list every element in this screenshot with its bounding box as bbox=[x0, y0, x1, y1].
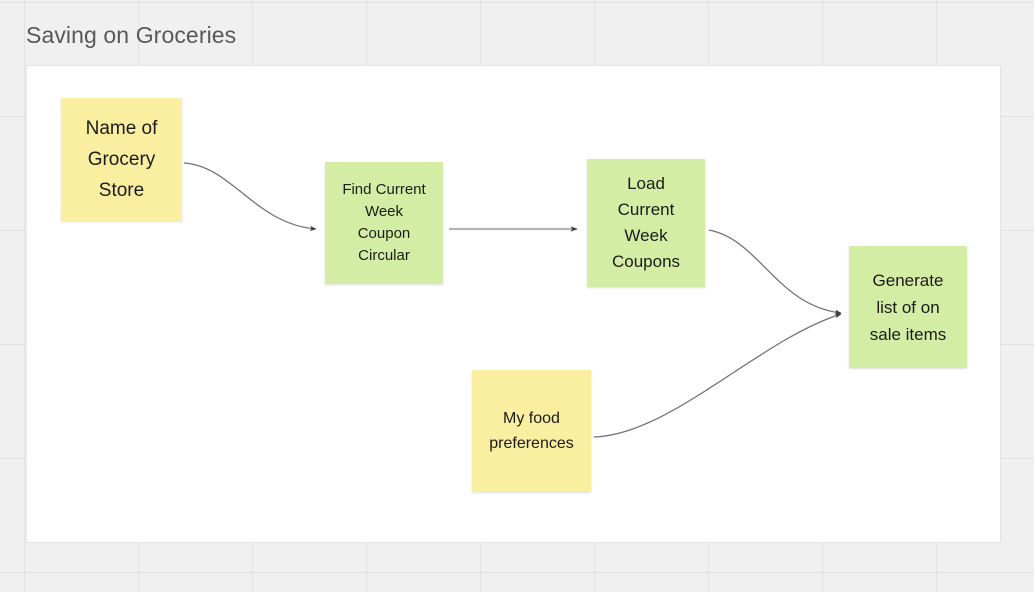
sticky-note-text: Name of Grocery Store bbox=[85, 118, 158, 201]
sticky-note-generate-list-of-on-sale-items[interactable]: Generate list of on sale items bbox=[849, 246, 967, 368]
sticky-note-find-current-week-coupon-circular[interactable]: Find Current Week Coupon Circular bbox=[325, 162, 443, 284]
sticky-note-load-current-week-coupons[interactable]: Load Current Week Coupons bbox=[587, 159, 705, 287]
sticky-note-text: Generate list of on sale items bbox=[869, 270, 947, 344]
sticky-note-text: My food preferences bbox=[489, 410, 574, 452]
sticky-note-text: Load Current Week Coupons bbox=[611, 174, 681, 271]
sticky-note-name-of-grocery-store[interactable]: Name of Grocery Store bbox=[61, 98, 182, 221]
board-title: Saving on Groceries bbox=[26, 22, 237, 48]
sticky-note-text: Find Current Week Coupon Circular bbox=[342, 181, 426, 264]
sticky-note-my-food-preferences[interactable]: My food preferences bbox=[472, 370, 591, 492]
